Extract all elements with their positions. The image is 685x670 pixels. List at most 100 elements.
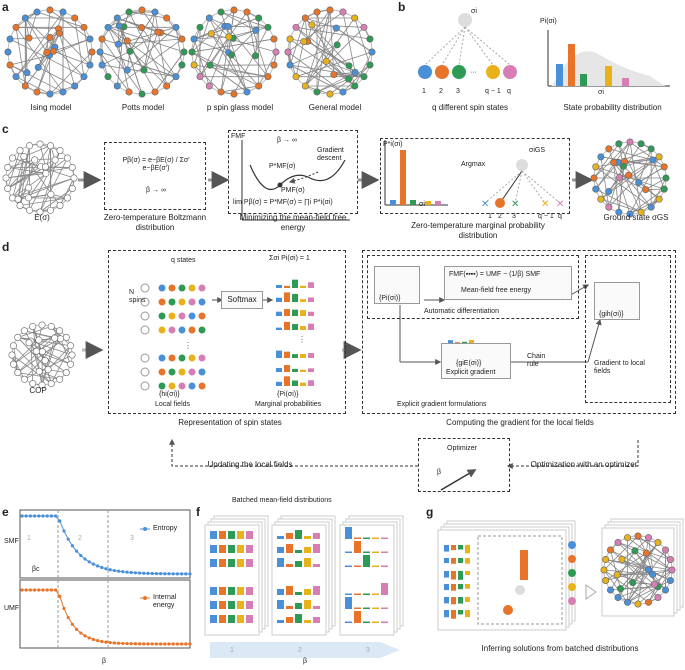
svg-text:✕: ✕: [481, 199, 489, 210]
computing-box: {Pi(σi)} FMF(▪▪▪▪) = UMF − (1/β) SMF Mea…: [362, 250, 676, 414]
svg-text:✕: ✕: [556, 199, 564, 210]
phase-1-e: 1: [27, 535, 31, 542]
umf-axis: UMF: [4, 605, 20, 612]
mff-caption: Mean-field free energy: [461, 287, 532, 294]
legend-entropy: Entropy: [153, 525, 178, 532]
prob-axis-label: Pi(σi): [540, 18, 557, 25]
model-caption-general: General model: [308, 103, 362, 112]
explicit-formulations-label: Explicit gradient formulations: [397, 401, 487, 408]
panel-label-f: f: [196, 505, 200, 519]
p-set-label: {Pi(σi)}: [379, 295, 401, 302]
optimizing-caption: Optimization with an optimizer: [530, 460, 638, 469]
pmf-label: PMF(σ): [281, 187, 305, 194]
beta-axis-e: β: [102, 658, 107, 665]
prob-x-label: σi: [598, 89, 604, 96]
network-pspin: [188, 6, 280, 98]
network-energy: [2, 140, 78, 216]
representation-caption: Representation of spin states: [178, 418, 282, 427]
state-q: q: [507, 88, 511, 95]
marginal-prob-grid: ⋮: [276, 279, 314, 386]
spin-states-caption: q different spin states: [432, 103, 508, 112]
argmax-state-q-1: q − 1: [538, 213, 554, 220]
inferring-caption: Inferring solutions from batched distrib…: [481, 644, 639, 653]
spin-state-tree: [418, 13, 517, 79]
representation-box: N spins q states Σσi Pi(σi) = 1 Softmax …: [108, 250, 346, 414]
state-1: 1: [422, 88, 426, 95]
p-set-card: {Pi(σi)}: [374, 266, 420, 304]
marginal-axis-label: P*i(σi): [383, 141, 403, 148]
marginal-chart: [384, 140, 448, 206]
argmax-tree: ✕ ✕ ✕ ✕: [481, 159, 564, 210]
gradient-box: {gih(σi)} Gradient to local fields: [585, 255, 671, 403]
gradient-descent-label: Gradient descent: [317, 147, 344, 162]
marginal-caption: Zero-temperature marginal probability di…: [411, 221, 545, 240]
state-prob-chart: [547, 30, 670, 87]
argmax-state-2: 2: [498, 213, 502, 220]
optimizer-box[interactable]: Optimizer β: [418, 438, 510, 492]
autodiff-label: Automatic differentiation: [424, 308, 499, 315]
chain-rule-label: Chain rule: [527, 353, 546, 368]
q-states-label: q states: [171, 257, 196, 264]
explicit-card: {giE(σi)} Explicit gradient: [441, 343, 511, 379]
panel-label-b: b: [398, 0, 406, 14]
boltzmann-box: Pβ(σ) = e−βE(σ) / Σσ′ e−βE(σ′) β → ∞: [104, 142, 206, 210]
argmax-label: Argmax: [461, 161, 486, 168]
boltzmann-equation: Pβ(σ) = e−βE(σ) / Σσ′ e−βE(σ′): [122, 157, 190, 172]
marginal-box: P*i(σi) σi Argmax σiGS: [380, 138, 570, 214]
batched-distributions: [204, 515, 404, 658]
phase-3-f: 3: [366, 647, 370, 654]
beta-limit: β → ∞: [146, 187, 166, 194]
free-energy-box: FMF β → ∞ Gradient descent P*MF(σ) PMF(σ…: [228, 130, 358, 214]
flow-arrows-d: [82, 284, 639, 491]
computing-caption: Computing the gradient for the local fie…: [446, 418, 594, 427]
panel-label-d: d: [2, 240, 10, 254]
batched-title: Batched mean-field distributions: [232, 497, 332, 504]
sigma-label: σi: [471, 8, 477, 15]
svg-text:✕: ✕: [541, 199, 549, 210]
boltzmann-caption: Zero-temperature Boltzmann distribution: [103, 213, 207, 232]
f-axis-label: FMF: [231, 133, 246, 140]
state-3: 3: [456, 88, 460, 95]
panel-label-c: c: [2, 122, 9, 136]
network-cop: [8, 321, 76, 389]
energy-label: E(σ): [34, 213, 50, 222]
optimizer-beta: β: [437, 469, 442, 476]
beta-c-label: βc: [32, 566, 40, 573]
phase-2-e: 2: [78, 535, 82, 542]
state-2: 2: [439, 88, 443, 95]
state-q-1: q − 1: [485, 88, 501, 95]
ground-state-caption: Ground state σGS: [603, 213, 669, 222]
network-ising: [4, 6, 96, 98]
local-fields-caption: Local fields: [155, 401, 191, 408]
model-caption-pspin: p spin glass model: [206, 103, 274, 112]
beta-axis-f: β: [303, 658, 308, 665]
model-caption-ising: Ising model: [30, 103, 72, 112]
mff-card: FMF(▪▪▪▪) = UMF − (1/β) SMF Mean-field f…: [444, 266, 572, 300]
fmf-equation: FMF(▪▪▪▪) = UMF − (1/β) SMF: [449, 271, 541, 278]
explicit-set: {giE(σi)}: [456, 360, 482, 367]
limit-equation: lim Pβ(σ) = P*MF(σ) = ∏i P*i(σi): [233, 199, 333, 206]
cop-label: COP: [29, 386, 47, 395]
n-spins-label: N spins: [129, 289, 146, 304]
smf-axis: SMF: [4, 538, 19, 545]
model-caption-potts: Potts model: [121, 103, 165, 112]
argmax-state-1: 1: [488, 213, 492, 220]
local-fields-set: {hi(σi)}: [159, 391, 180, 398]
network-ground-state: [590, 138, 670, 218]
svg-text:✕: ✕: [511, 199, 519, 210]
panel-label-a: a: [2, 0, 9, 14]
marginal-set: {Pi(σi)}: [277, 391, 299, 398]
argmax-state-3: 3: [512, 213, 516, 220]
local-fields-grid: ⋮: [140, 283, 206, 391]
svg-text:⋮: ⋮: [298, 335, 306, 344]
pstar-label: P*MF(σ): [269, 163, 296, 170]
state-prob-caption: State probability distribution: [563, 103, 662, 112]
explicit-caption: Explicit gradient: [446, 369, 496, 376]
softmax-box: Softmax: [221, 291, 263, 309]
network-general: [284, 6, 376, 98]
network-inferred: [600, 532, 676, 608]
optimizer-label: Optimizer: [447, 445, 477, 452]
marginal-x-label: σi: [419, 201, 425, 208]
panel-label-g: g: [426, 505, 434, 519]
